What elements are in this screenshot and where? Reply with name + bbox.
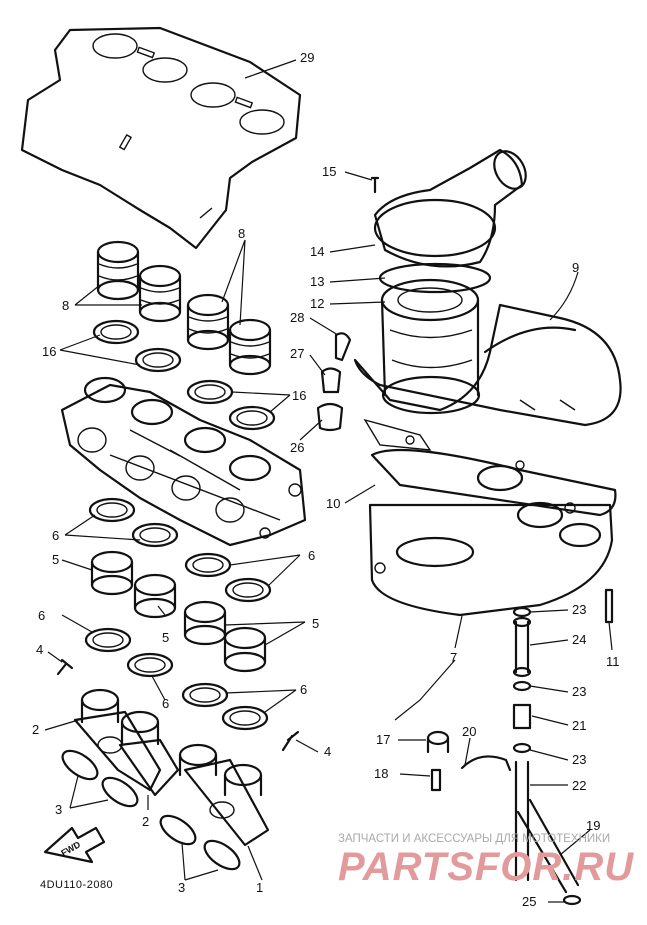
callout-16-a: 16 [42,344,56,359]
joint-8 [138,264,182,323]
joint-8 [96,240,140,301]
callout-16-b: 16 [292,388,306,403]
callout-5-c: 5 [312,616,319,631]
watermark-brand: PARTSFOR.RU [338,845,634,889]
callout-9: 9 [572,260,579,275]
small-hardware [316,176,614,624]
callout-24: 24 [572,632,586,647]
joint-8 [228,318,272,376]
air-cleaner-assembly [353,148,622,617]
callout-17: 17 [376,732,390,747]
callout-2-b: 2 [142,814,149,829]
joint-8 [186,293,230,351]
callout-6-a: 6 [52,528,59,543]
callout-29: 29 [300,50,314,65]
carburetor-assembly [60,376,307,547]
joint-8-group [96,240,272,376]
callout-23-c: 23 [572,752,586,767]
callout-21: 21 [572,718,586,733]
watermark-tagline: ЗАПЧАСТИ И АКСЕССУАРЫ ДЛЯ МОТОТЕХНИКИ [338,833,610,845]
screw-4 [56,658,300,752]
gasket-3-group [61,749,241,871]
forward-arrow: FWD [43,826,106,864]
callout-26: 26 [290,440,304,455]
callout-4-a: 4 [36,642,43,657]
callout-27: 27 [290,346,304,361]
callout-3-b: 3 [178,880,185,895]
callout-14: 14 [310,244,324,259]
callout-15: 15 [322,164,336,179]
callout-13: 13 [310,274,324,289]
callout-8-b: 8 [62,298,69,313]
callout-3-a: 3 [55,802,62,817]
callout-labels: 29 15 14 13 12 9 28 27 26 10 8 8 16 16 6… [32,50,620,909]
callout-19: 19 [586,818,600,833]
callout-25: 25 [522,894,536,909]
hose-group [426,606,582,906]
callout-6-b: 6 [308,548,315,563]
callout-22: 22 [572,778,586,793]
callout-23-b: 23 [572,684,586,699]
callout-4-b: 4 [324,744,331,759]
callout-6-d: 6 [162,696,169,711]
watermark: ЗАПЧАСТИ И АКСЕССУАРЫ ДЛЯ МОТОТЕХНИКИ PA… [338,833,634,889]
manifold-2-group [73,688,270,847]
callout-28: 28 [290,310,304,325]
callout-5-b: 5 [162,630,169,645]
callout-11: 11 [606,654,620,669]
leader-lines [44,59,613,903]
forward-arrow-label: FWD [59,839,82,858]
callout-18: 18 [374,766,388,781]
callout-8-a: 8 [238,226,245,241]
callout-1: 1 [256,880,263,895]
callout-23-a: 23 [572,602,586,617]
callout-12: 12 [310,296,324,311]
callout-20: 20 [462,724,476,739]
callout-6-c: 6 [38,608,45,623]
callout-7: 7 [450,650,457,665]
drawing-code: 4DU110-2080 [40,879,113,891]
callout-6-e: 6 [300,682,307,697]
clamp-6-joint-5-group [84,497,272,731]
callout-2-a: 2 [32,722,39,737]
callout-10: 10 [326,496,340,511]
plate-29 [20,26,302,250]
callout-5-a: 5 [52,552,59,567]
